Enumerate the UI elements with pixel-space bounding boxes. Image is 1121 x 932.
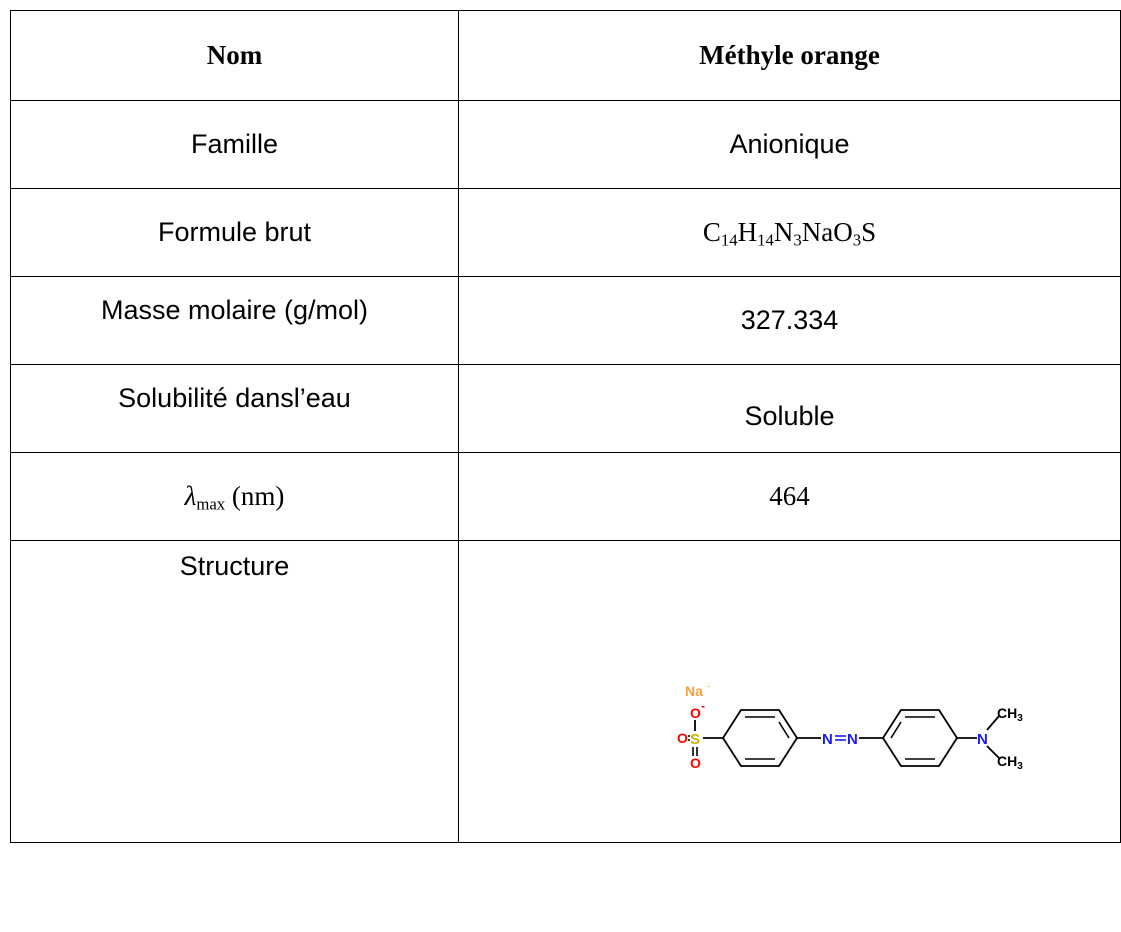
- properties-table: Nom Méthyle orange Famille Anionique For…: [10, 10, 1121, 843]
- methyl-top: CH3: [997, 705, 1023, 724]
- table-row: Formule brut C14H14N3NaO3S: [10, 188, 1121, 277]
- row-label-lambda: λmax (nm): [10, 452, 459, 541]
- row-value-masse: 327.334: [458, 276, 1121, 365]
- row-label-solubilite: Solubilité dansl’eau: [10, 364, 459, 453]
- row-label-masse: Masse molaire (g/mol): [10, 276, 459, 365]
- nitrogen-azo-2: N: [847, 731, 858, 748]
- header-compound-cell: Méthyle orange: [458, 10, 1121, 101]
- table-row: Structure Na + O - O S: [10, 540, 1121, 843]
- table-row: Masse molaire (g/mol) 327.334: [10, 276, 1121, 365]
- table-header-row: Nom Méthyle orange: [10, 10, 1121, 101]
- sodium-atom: Na: [685, 686, 703, 699]
- lambda-symbol: λ: [184, 481, 197, 511]
- benzene-ring-2: [881, 709, 959, 767]
- row-label-famille: Famille: [10, 100, 459, 189]
- row-value-structure: Na + O - O S O: [458, 540, 1121, 843]
- nitrogen-azo-1: N: [822, 731, 833, 748]
- lambda-subscript: max: [196, 494, 226, 514]
- bond-n-ch3-bottom: [986, 745, 1000, 759]
- row-value-famille: Anionique: [458, 100, 1121, 189]
- nitrogen-amine: N: [977, 731, 988, 748]
- oxygen-left-atom: O: [677, 730, 688, 746]
- oxygen-bottom-atom: O: [690, 755, 701, 771]
- oxygen-charge: -: [701, 699, 705, 713]
- bond-n-ch3-top: [986, 715, 1000, 731]
- formula-text: C14H14N3NaO3S: [702, 217, 877, 250]
- row-value-formule: C14H14N3NaO3S: [458, 188, 1121, 277]
- methyl-orange-structure: Na + O - O S O: [677, 686, 1023, 772]
- row-label-structure: Structure: [10, 540, 459, 843]
- methyl-bottom: CH3: [997, 753, 1023, 772]
- row-label-formule: Formule brut: [10, 188, 459, 277]
- table-row: Solubilité dansl’eau Soluble: [10, 364, 1121, 453]
- sulfur-atom: S: [690, 731, 700, 748]
- lambda-unit: (nm): [225, 481, 285, 511]
- row-value-lambda: 464: [458, 452, 1121, 541]
- table-row: Famille Anionique: [10, 100, 1121, 189]
- oxygen-top-atom: O: [690, 705, 701, 721]
- benzene-ring-1: [721, 709, 799, 767]
- row-value-solubilite: Soluble: [458, 364, 1121, 453]
- table-row: λmax (nm) 464: [10, 452, 1121, 541]
- header-name-cell: Nom: [10, 10, 459, 101]
- sodium-charge: +: [705, 686, 712, 691]
